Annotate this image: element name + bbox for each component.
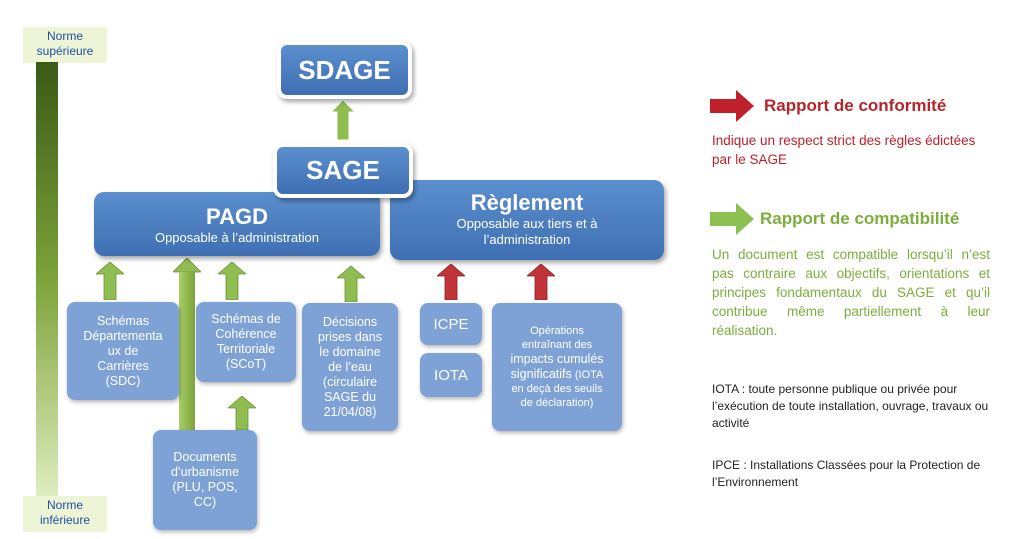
arrow-docs-to-pagd-shaft bbox=[179, 272, 195, 430]
sdc-line: Départementa bbox=[83, 328, 163, 343]
operations-line: entraînant des bbox=[521, 339, 593, 351]
icpe-box: ICPE bbox=[420, 303, 482, 345]
decisions-line: Décisions bbox=[322, 314, 378, 329]
arrow-docs-to-scot bbox=[228, 396, 256, 430]
decisions-line: 21/04/08) bbox=[323, 404, 377, 419]
compatibilite-title: Rapport de compatibilité bbox=[760, 209, 960, 228]
arrow-decisions-to-pagd bbox=[337, 266, 365, 302]
documents-urbanisme-box: Documents d’urbanisme (PLU, POS, CC) bbox=[153, 430, 257, 530]
documents-line: CC) bbox=[193, 495, 217, 509]
compatibilite-text: Un document est compatible lorsqu’il n’e… bbox=[712, 247, 990, 338]
pagd-box: PAGD Opposable à l’administration bbox=[94, 192, 380, 256]
arrow-sage-to-sdage bbox=[331, 100, 355, 140]
operations-line: impacts cumulés bbox=[510, 352, 604, 366]
scot-line: Schémas de bbox=[211, 312, 281, 326]
reglement-title: Règlement bbox=[470, 190, 584, 215]
conformite-arrow-icon bbox=[710, 90, 754, 122]
ipce-definition: IPCE : Installations Classées pour la Pr… bbox=[712, 458, 981, 489]
reglement-subtitle-line1: Opposable aux tiers et à bbox=[456, 216, 598, 231]
decisions-box: Décisions prises dans le domaine de l’ea… bbox=[302, 303, 398, 431]
scot-box: Schémas de Cohérence Territoriale (SCoT) bbox=[196, 302, 296, 382]
scot-line: (SCoT) bbox=[225, 357, 267, 371]
decisions-line: SAGE du bbox=[323, 389, 377, 404]
documents-line: (PLU, POS, bbox=[172, 480, 238, 494]
arrow-sdc-to-pagd bbox=[96, 262, 124, 300]
decisions-line: prises dans bbox=[318, 329, 382, 344]
iota-box: IOTA bbox=[420, 353, 482, 397]
decisions-line: de l’eau bbox=[328, 359, 372, 374]
sdc-line: Carrières bbox=[97, 358, 149, 373]
operations-box: Opérations entraînant des impacts cumulé… bbox=[492, 303, 622, 431]
reglement-box: Règlement Opposable aux tiers et à l’adm… bbox=[390, 180, 664, 260]
arrow-operations-to-reglement bbox=[527, 264, 555, 300]
scot-line: Cohérence bbox=[215, 327, 277, 341]
arrow-scot-to-pagd bbox=[218, 262, 246, 300]
iota-definition: IOTA : toute personne publique ou privée… bbox=[712, 382, 989, 430]
sage-box: SAGE bbox=[273, 143, 413, 198]
sdc-line: Schémas bbox=[96, 313, 150, 328]
documents-line: d’urbanisme bbox=[170, 465, 240, 479]
sdc-line: ux de bbox=[107, 343, 139, 358]
conformite-text: Indique un respect strict des règles édi… bbox=[712, 133, 976, 167]
operations-line-small: (IOTA bbox=[574, 369, 604, 381]
norme-superieure-label: Norme supérieure bbox=[23, 27, 107, 63]
operations-line: significatifs bbox=[510, 367, 572, 381]
conformite-title: Rapport de conformité bbox=[764, 96, 947, 115]
pagd-title: PAGD bbox=[206, 204, 268, 229]
operations-line: Opérations bbox=[530, 325, 584, 337]
decisions-line: (circulaire bbox=[322, 374, 378, 389]
documents-line: Documents bbox=[173, 450, 237, 464]
decisions-line: le domaine bbox=[319, 344, 381, 359]
norme-inferieure-label: Norme inférieure bbox=[23, 496, 107, 532]
operations-line: de déclaration) bbox=[520, 397, 594, 409]
sdc-box: Schémas Départementa ux de Carrières (SD… bbox=[67, 302, 179, 400]
sdage-box: SDAGE bbox=[277, 41, 412, 99]
pagd-subtitle: Opposable à l’administration bbox=[154, 230, 320, 245]
sdc-line: (SDC) bbox=[105, 373, 141, 388]
arrow-icpe-to-reglement bbox=[437, 264, 465, 300]
scot-line: Territoriale bbox=[216, 342, 276, 356]
operations-line: en deçà des seuils bbox=[511, 383, 603, 395]
reglement-subtitle-line2: l’administration bbox=[483, 232, 571, 247]
compatibilite-arrow-icon bbox=[710, 203, 754, 235]
norm-gradient-bar bbox=[36, 62, 58, 498]
